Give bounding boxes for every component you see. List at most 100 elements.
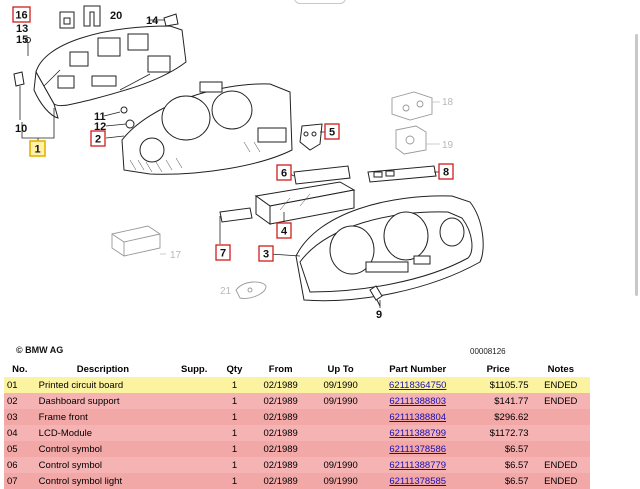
cell-part-number: 62111388779 bbox=[370, 457, 465, 473]
cell-from: 02/1989 bbox=[250, 441, 311, 457]
cell-supp bbox=[170, 377, 219, 393]
part-frame-front bbox=[269, 195, 484, 302]
cell-price: $6.57 bbox=[464, 457, 532, 473]
label-21: 21 bbox=[220, 286, 232, 297]
cell-no: 05 bbox=[4, 441, 36, 457]
part-number-link[interactable]: 62111388799 bbox=[389, 427, 447, 439]
table-row[interactable]: 02 Dashboard support 1 02/1989 09/1990 6… bbox=[4, 393, 590, 409]
scrollbar-thumb[interactable] bbox=[635, 34, 638, 296]
cell-part-number: 62111378585 bbox=[370, 473, 465, 489]
cell-supp bbox=[170, 457, 219, 473]
cell-part-number: 62111388803 bbox=[370, 393, 465, 409]
cell-supp bbox=[170, 393, 219, 409]
cell-notes: ENDED bbox=[531, 457, 590, 473]
part-socket-12 bbox=[105, 119, 135, 129]
part-module-17 bbox=[111, 225, 166, 257]
cell-from: 02/1989 bbox=[250, 457, 311, 473]
part-bulb-11 bbox=[103, 106, 128, 117]
cell-supp bbox=[170, 473, 219, 489]
cell-part-number: 62111388804 bbox=[370, 409, 465, 425]
label-15: 15 bbox=[16, 34, 28, 46]
cell-supp bbox=[170, 409, 219, 425]
callout-8[interactable]: 8 bbox=[438, 163, 454, 180]
part-number-link[interactable]: 62111378585 bbox=[389, 475, 447, 487]
label-17: 17 bbox=[170, 250, 182, 261]
callout-7[interactable]: 7 bbox=[215, 244, 231, 261]
part-screw-15 bbox=[25, 37, 31, 56]
svg-text:4: 4 bbox=[281, 226, 288, 238]
callout-1[interactable]: 1 bbox=[29, 140, 46, 157]
part-connector-13 bbox=[59, 11, 75, 29]
cell-description: Control symbol light bbox=[35, 473, 171, 489]
copyright-text: © BMW AG bbox=[16, 345, 64, 355]
diagram-id: 00008126 bbox=[470, 347, 506, 356]
cell-price: $296.62 bbox=[464, 409, 532, 425]
cell-supp bbox=[170, 425, 219, 441]
cell-from: 02/1989 bbox=[250, 377, 311, 393]
table-row[interactable]: 01 Printed circuit board 1 02/1989 09/19… bbox=[4, 377, 590, 393]
svg-text:8: 8 bbox=[443, 167, 449, 179]
callout-5[interactable]: 5 bbox=[324, 123, 340, 140]
cell-description: Printed circuit board bbox=[35, 377, 171, 393]
cell-description: LCD-Module bbox=[35, 425, 171, 441]
part-number-link[interactable]: 62111388804 bbox=[389, 411, 447, 423]
cell-part-number: 62118364750 bbox=[370, 377, 465, 393]
part-lcd-module bbox=[254, 181, 356, 225]
part-dashboard-support bbox=[121, 81, 293, 175]
cell-description: Control symbol bbox=[35, 457, 171, 473]
label-14: 14 bbox=[146, 15, 159, 27]
table-row[interactable]: 07 Control symbol light 1 02/1989 09/199… bbox=[4, 473, 590, 489]
cell-price: $141.77 bbox=[464, 393, 532, 409]
cell-up-to bbox=[310, 441, 371, 457]
cell-price: $1105.75 bbox=[464, 377, 532, 393]
part-number-link[interactable]: 62118364750 bbox=[389, 379, 447, 391]
label-20: 20 bbox=[110, 10, 122, 22]
header-no: No. bbox=[4, 362, 36, 377]
cell-no: 04 bbox=[4, 425, 36, 441]
callout-16[interactable]: 16 bbox=[12, 6, 31, 23]
svg-text:5: 5 bbox=[329, 127, 335, 139]
label-13: 13 bbox=[16, 23, 28, 35]
cell-description: Frame front bbox=[35, 409, 171, 425]
table-row[interactable]: 05 Control symbol 1 02/1989 62111378586 … bbox=[4, 441, 590, 457]
part-control-symbol-5 bbox=[299, 123, 326, 151]
cell-notes bbox=[531, 409, 590, 425]
cell-no: 01 bbox=[4, 377, 36, 393]
part-pin-9 bbox=[369, 285, 383, 308]
callout-6[interactable]: 6 bbox=[276, 164, 292, 181]
callout-4[interactable]: 4 bbox=[276, 222, 292, 239]
cell-price: $6.57 bbox=[464, 441, 532, 457]
cell-qty: 1 bbox=[218, 409, 251, 425]
table-row[interactable]: 03 Frame front 1 02/1989 62111388804 $29… bbox=[4, 409, 590, 425]
callout-3[interactable]: 3 bbox=[258, 245, 274, 262]
label-11: 11 bbox=[94, 111, 106, 123]
table-row[interactable]: 06 Control symbol 1 02/1989 09/1990 6211… bbox=[4, 457, 590, 473]
cell-notes: ENDED bbox=[531, 377, 590, 393]
label-10: 10 bbox=[15, 123, 27, 135]
part-control-symbol-8 bbox=[367, 165, 440, 183]
cell-up-to bbox=[310, 425, 371, 441]
part-number-link[interactable]: 62111388803 bbox=[389, 395, 447, 407]
cell-qty: 1 bbox=[218, 377, 251, 393]
part-number-link[interactable]: 62111378586 bbox=[389, 443, 447, 455]
header-part-number: Part Number bbox=[370, 362, 465, 377]
cell-up-to bbox=[310, 409, 371, 425]
cell-part-number: 62111388799 bbox=[370, 425, 465, 441]
cell-from: 02/1989 bbox=[250, 393, 311, 409]
svg-text:16: 16 bbox=[15, 10, 27, 22]
cell-supp bbox=[170, 441, 219, 457]
cell-from: 02/1989 bbox=[250, 473, 311, 489]
cell-notes: ENDED bbox=[531, 473, 590, 489]
svg-text:7: 7 bbox=[220, 248, 226, 260]
cell-part-number: 62111378586 bbox=[370, 441, 465, 457]
parts-diagram: 16 1 2 5 6 8 4 7 3 20 14 13 15 10 11 12 … bbox=[12, 5, 484, 321]
part-number-link[interactable]: 62111388779 bbox=[389, 459, 447, 471]
table-row[interactable]: 04 LCD-Module 1 02/1989 62111388799 $117… bbox=[4, 425, 590, 441]
label-19: 19 bbox=[442, 140, 454, 151]
part-bracket-20 bbox=[83, 5, 101, 27]
callout-2[interactable]: 2 bbox=[90, 130, 106, 147]
cell-from: 02/1989 bbox=[250, 409, 311, 425]
cell-qty: 1 bbox=[218, 393, 251, 409]
header-supp: Supp. bbox=[170, 362, 219, 377]
part-bulb-14 bbox=[150, 13, 179, 27]
